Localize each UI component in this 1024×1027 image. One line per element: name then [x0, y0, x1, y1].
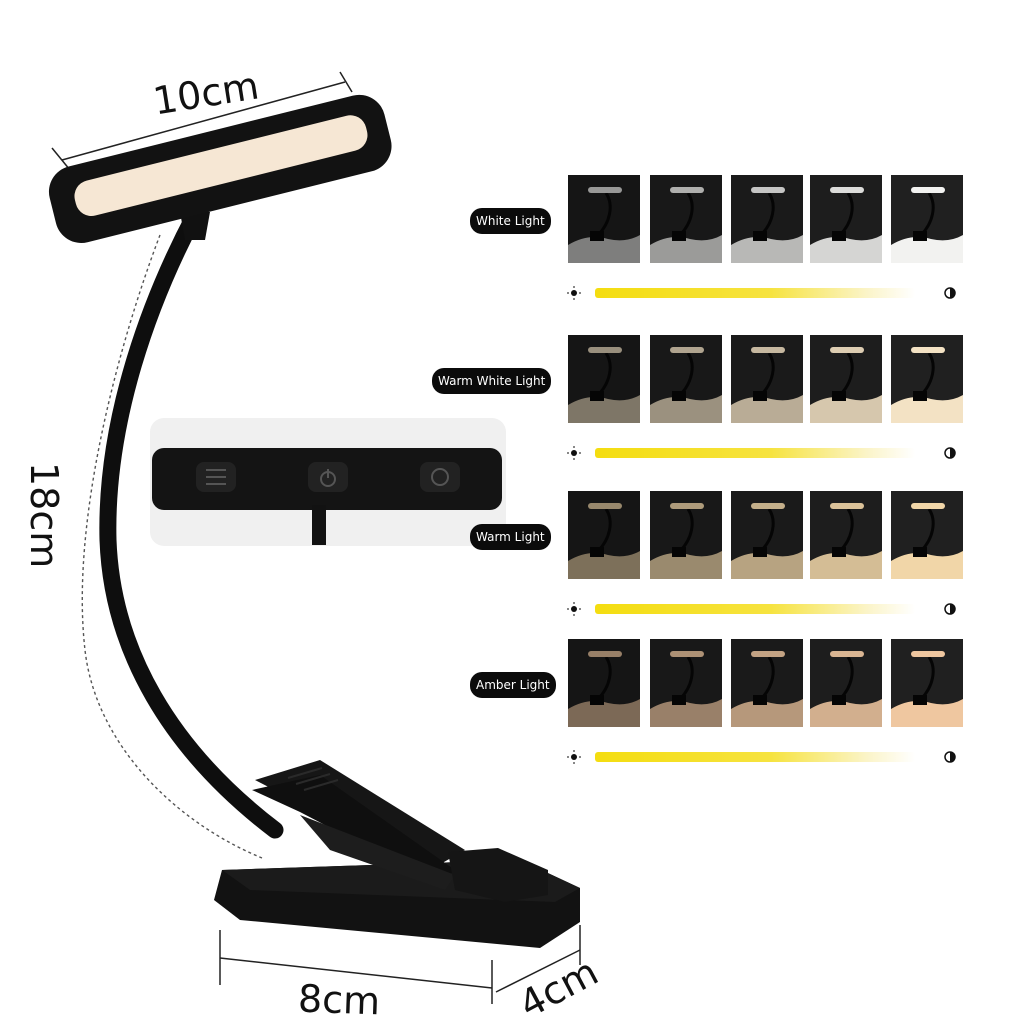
clip-base: [214, 760, 580, 948]
contrast-half-circle-icon: [944, 447, 956, 459]
dimension-line-bottom: [219, 925, 581, 1004]
lamp-gooseneck: [99, 206, 284, 839]
brightness-gradient-bar: [595, 288, 915, 298]
brightness-sun-icon: [567, 286, 581, 300]
brightness-thumbnail: [810, 175, 882, 263]
dimension-label-neck-height: 18cm: [22, 462, 66, 569]
dimension-label-clip-width: 8cm: [297, 976, 381, 1024]
contrast-half-circle-icon: [944, 603, 956, 615]
brightness-sun-icon: [567, 602, 581, 616]
brightness-slider: [565, 286, 965, 300]
brightness-thumbnail: [891, 175, 963, 263]
brightness-thumbnail: [568, 335, 640, 423]
contrast-half-circle-icon: [944, 751, 956, 763]
brightness-slider: [565, 750, 965, 764]
brightness-thumbnail: [650, 175, 722, 263]
light-mode-label: White Light: [470, 208, 551, 234]
dimension-line-neck: [81, 234, 263, 859]
brightness-thumbnail: [891, 335, 963, 423]
color-mode-icon: [420, 462, 460, 492]
brightness-thumbnail: [731, 175, 803, 263]
contrast-half-circle-icon: [944, 287, 956, 299]
brightness-thumbnail: [568, 639, 640, 727]
brightness-thumbnail: [650, 335, 722, 423]
brightness-thumbnail: [731, 491, 803, 579]
brightness-thumbnail: [810, 491, 882, 579]
power-icon: [308, 462, 348, 492]
dimension-line-top: [51, 71, 353, 171]
brightness-thumbnail: [810, 639, 882, 727]
brightness-slider: [565, 602, 965, 616]
brightness-gradient-bar: [595, 752, 915, 762]
brightness-thumbnail: [731, 335, 803, 423]
brightness-thumbnail: [568, 175, 640, 263]
brightness-thumbnail: [650, 491, 722, 579]
brightness-gradient-bar: [595, 604, 915, 614]
light-mode-label: Amber Light: [470, 672, 556, 698]
brightness-thumbnail: [568, 491, 640, 579]
brightness-thumbnail: [891, 491, 963, 579]
brightness-sun-icon: [567, 750, 581, 764]
brightness-thumbnail: [891, 639, 963, 727]
brightness-sun-icon: [567, 446, 581, 460]
brightness-thumbnail: [810, 335, 882, 423]
light-mode-label: Warm Light: [470, 524, 551, 550]
brightness-gradient-bar: [595, 448, 915, 458]
brightness-thumbnail: [650, 639, 722, 727]
light-mode-label: Warm White Light: [432, 368, 552, 394]
lamp-head: [48, 94, 392, 243]
touch-menu-icon: [196, 462, 236, 492]
brightness-thumbnail: [731, 639, 803, 727]
brightness-slider: [565, 446, 965, 460]
